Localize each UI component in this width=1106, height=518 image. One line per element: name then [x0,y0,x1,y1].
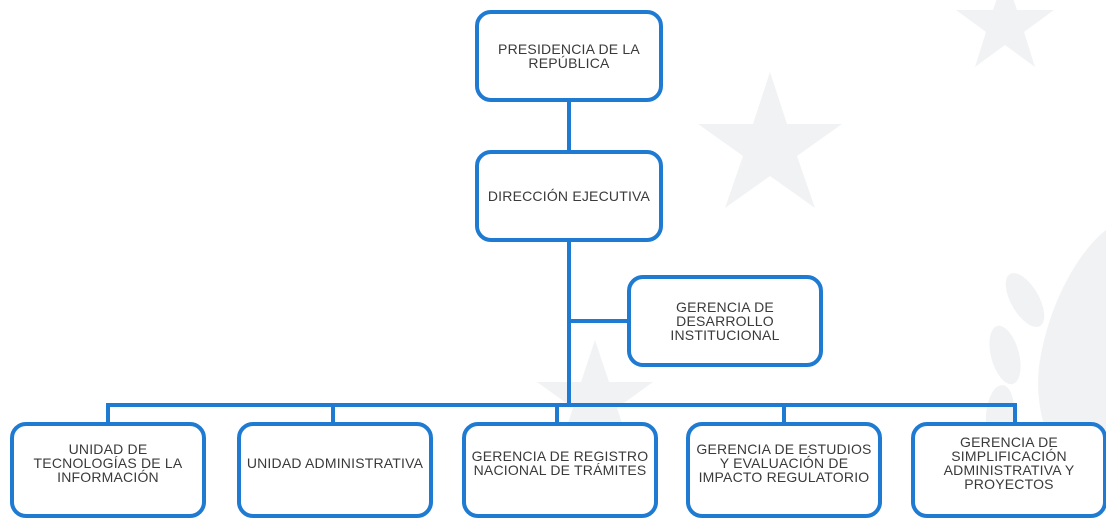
node-gerencia-simplificacion: GERENCIA DE SIMPLIFICACIÓN ADMINISTRATIV… [911,422,1106,518]
node-unidad-tecnologias-label: UNIDAD DE TECNOLOGÍAS DE LA INFORMACIÓN [33,441,183,485]
node-direccion-ejecutiva: DIRECCIÓN EJECUTIVA [475,150,663,242]
node-gerencia-desarrollo-institucional-label: GERENCIA DE DESARROLLO INSTITUCIONAL [670,299,780,343]
node-unidad-tecnologias: UNIDAD DE TECNOLOGÍAS DE LA INFORMACIÓN [10,422,206,518]
node-gerencia-desarrollo-institucional: GERENCIA DE DESARROLLO INSTITUCIONAL [627,275,823,367]
node-gerencia-estudios-evaluacion-label: GERENCIA DE ESTUDIOS Y EVALUACIÓN DE IMP… [696,441,872,485]
node-unidad-administrativa-label: UNIDAD ADMINISTRATIVA [246,455,424,471]
node-presidencia-label: PRESIDENCIA DE LA REPÚBLICA [498,41,640,71]
node-gerencia-registro-tramites-label: GERENCIA DE REGISTRO NACIONAL DE TRÁMITE… [471,448,649,478]
node-gerencia-estudios-evaluacion: GERENCIA DE ESTUDIOS Y EVALUACIÓN DE IMP… [686,422,882,518]
node-unidad-administrativa: UNIDAD ADMINISTRATIVA [237,422,433,518]
node-gerencia-registro-tramites: GERENCIA DE REGISTRO NACIONAL DE TRÁMITE… [462,422,658,518]
node-presidencia: PRESIDENCIA DE LA REPÚBLICA [475,10,663,102]
watermark-star-top [956,0,1054,67]
node-gerencia-simplificacion-label: GERENCIA DE SIMPLIFICACIÓN ADMINISTRATIV… [943,434,1075,492]
watermark-star-middle [698,72,842,208]
node-direccion-ejecutiva-label: DIRECCIÓN EJECUTIVA [487,188,651,204]
watermark-star-lower [537,340,653,450]
